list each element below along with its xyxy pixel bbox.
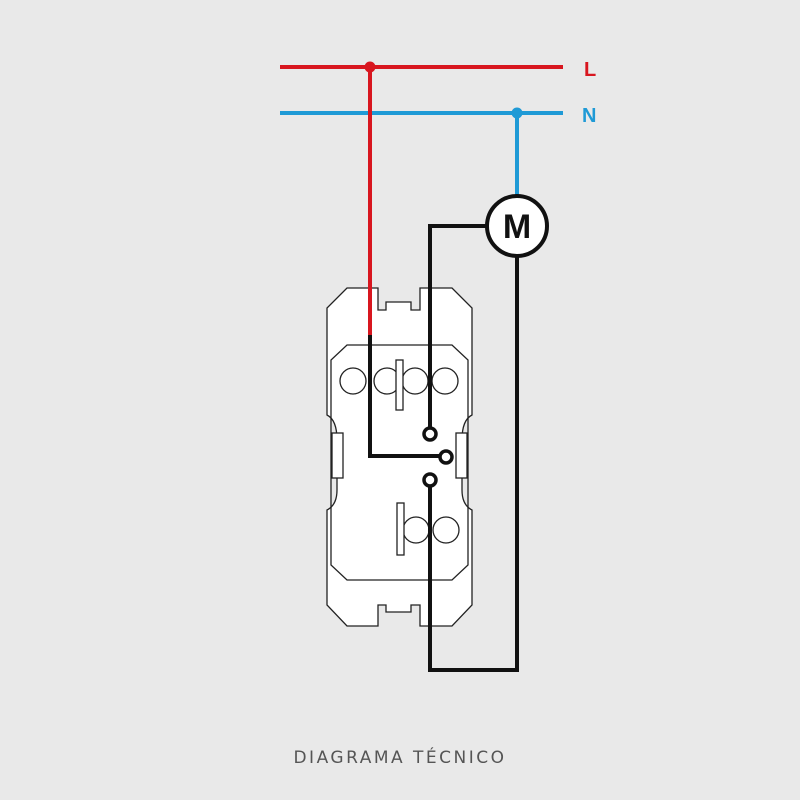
- switch-wires: [368, 224, 519, 672]
- live-label: L: [584, 59, 596, 81]
- neutral-label: N: [582, 105, 596, 127]
- motor-symbol: [485, 194, 549, 258]
- caption: DIAGRAMA TÉCNICO: [293, 746, 506, 768]
- switch-terminals: [422, 426, 454, 488]
- motor-label: M: [503, 208, 531, 246]
